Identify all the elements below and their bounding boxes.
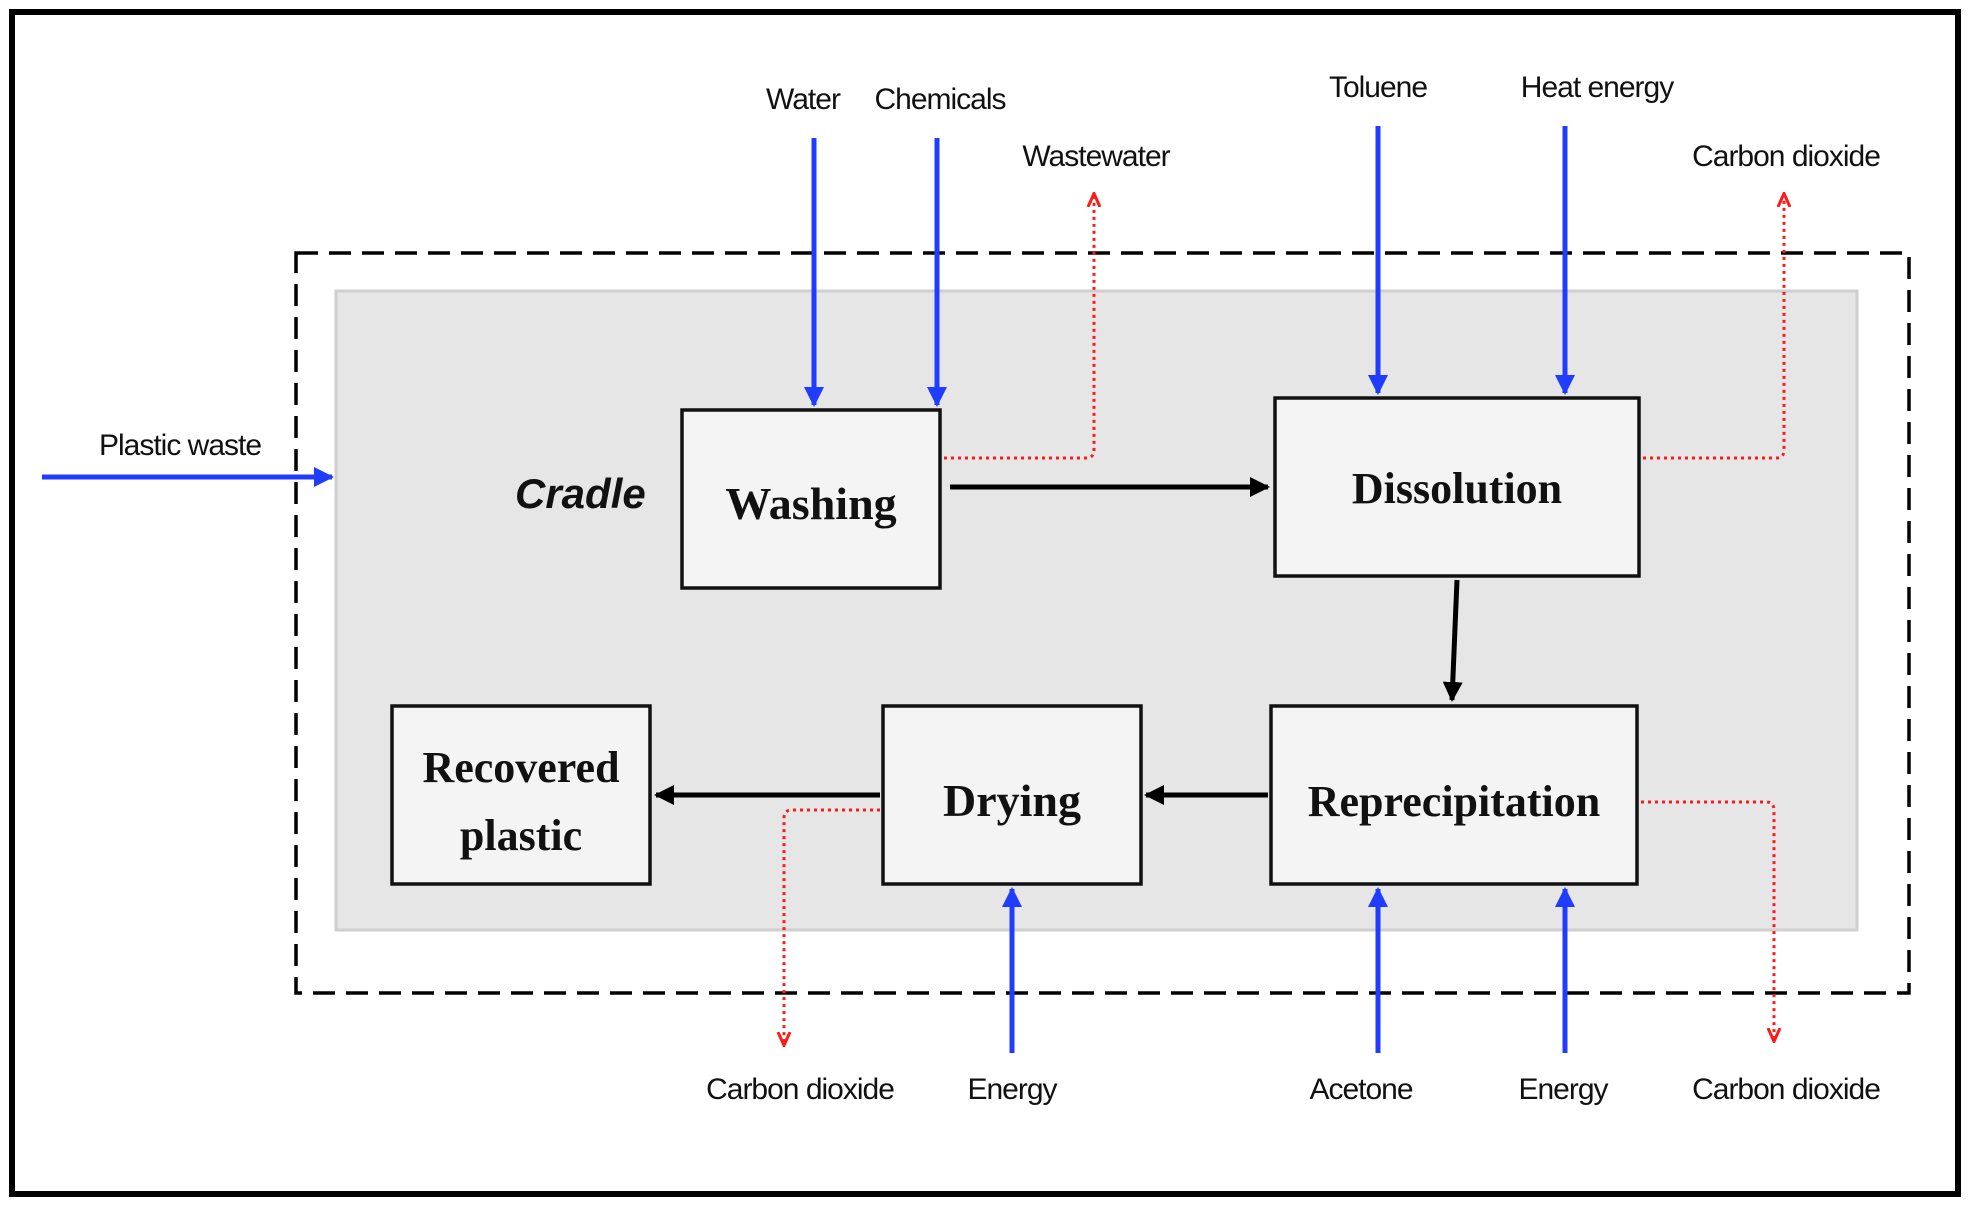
recovered-label-line1: Recovered: [422, 743, 619, 792]
washing-box: Washing: [680, 408, 942, 590]
drying-energy-label: Energy: [967, 1073, 1057, 1106]
system-boundary: [294, 251, 1911, 995]
heat-energy-label: Heat energy: [1521, 71, 1674, 104]
acetone-label: Acetone: [1309, 1073, 1412, 1106]
reprecipitation-box: Reprecipitation: [1269, 704, 1639, 886]
recovered-label-line2: plastic: [460, 811, 582, 860]
dissolution-to-reprecipitation-arrow: [1442, 579, 1463, 702]
drying-co2-emission-arrow: [784, 808, 880, 1044]
emission-flows: [784, 195, 1784, 1044]
chemicals-label: Chemicals: [874, 83, 1005, 116]
dissolution-box: Dissolution: [1273, 396, 1641, 578]
wastewater-emission-arrow: [944, 195, 1094, 460]
dissolution-label: Dissolution: [1352, 464, 1562, 513]
wastewater-label: Wastewater: [1022, 140, 1170, 173]
reprecipitation-co2-label: Carbon dioxide: [1692, 1073, 1880, 1106]
reprecipitation-energy-label: Energy: [1518, 1073, 1608, 1106]
drying-label: Drying: [943, 775, 1081, 826]
reprecipitation-label: Reprecipitation: [1308, 777, 1601, 826]
water-label: Water: [766, 83, 841, 116]
recovered-plastic-box: Recovered plastic: [390, 704, 652, 886]
drying-co2-label: Carbon dioxide: [706, 1073, 894, 1106]
toluene-label: Toluene: [1329, 71, 1427, 104]
input-flows: [42, 126, 1575, 1053]
dissolution-co2-label: Carbon dioxide: [1692, 140, 1880, 173]
cradle-label: Cradle: [515, 470, 646, 517]
dissolution-co2-emission-arrow: [1643, 195, 1784, 460]
drying-box: Drying: [881, 704, 1143, 886]
washing-label: Washing: [725, 478, 896, 529]
process-flows: [654, 477, 1463, 805]
plastic-waste-label: Plastic waste: [99, 429, 261, 462]
